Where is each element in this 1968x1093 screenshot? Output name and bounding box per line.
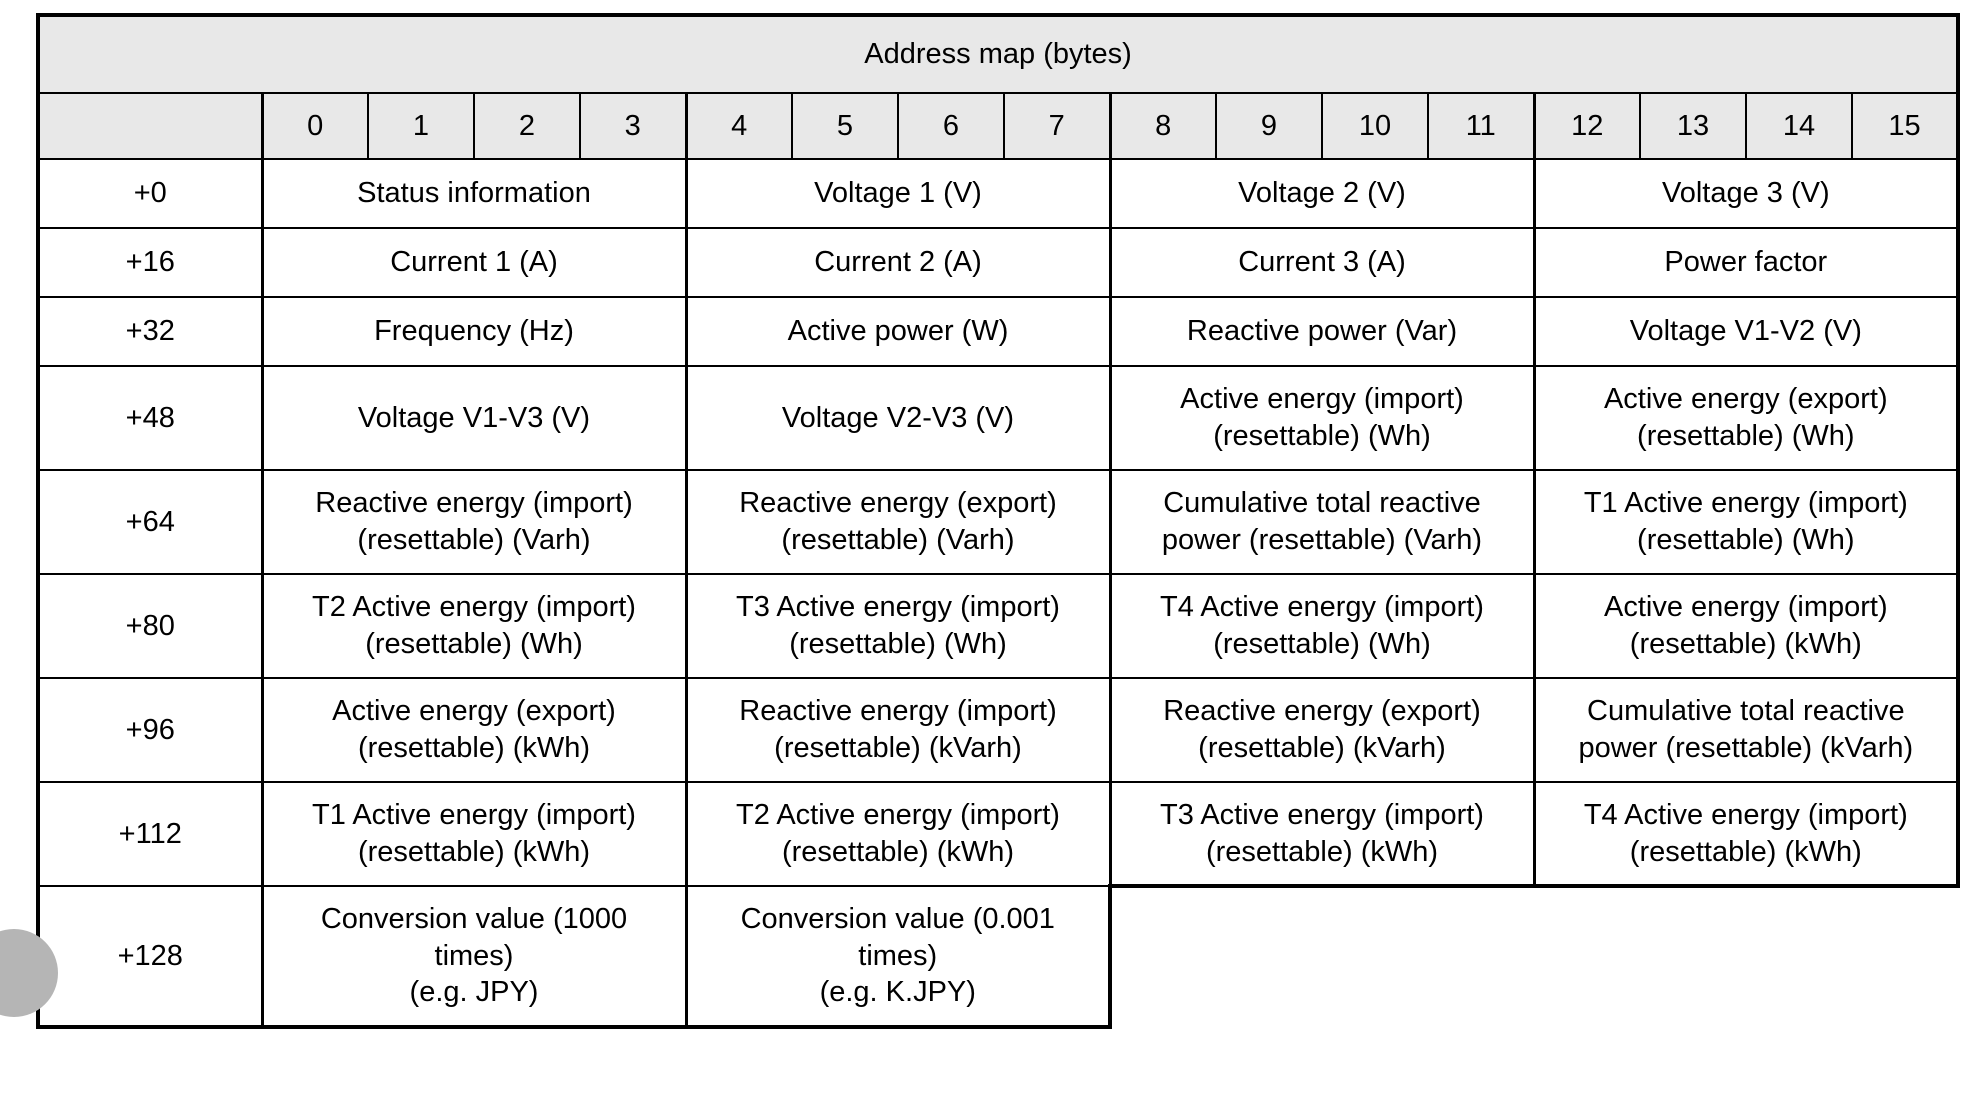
- data-cell: Voltage 2 (V): [1108, 158, 1535, 229]
- data-cell: Voltage V2-V3 (V): [684, 365, 1111, 471]
- byte-col-header: 2: [473, 92, 581, 160]
- table-row: +32 Frequency (Hz) Active power (W) Reac…: [36, 296, 1961, 367]
- offset-cell: +0: [36, 158, 263, 229]
- data-cell: Voltage 1 (V): [684, 158, 1111, 229]
- byte-column-header-row: 0 1 2 3 4 5 6 7 8 9 10 11 12 13 14 15: [36, 92, 1961, 160]
- data-cell: T3 Active energy (import) (resettable) (…: [1108, 781, 1535, 888]
- table-title: Address map (bytes): [35, 13, 1961, 94]
- data-cell: T3 Active energy (import) (resettable) (…: [684, 573, 1111, 679]
- data-cell: Power factor: [1532, 227, 1961, 298]
- data-cell: Voltage 3 (V): [1532, 158, 1961, 229]
- data-cell: Current 2 (A): [684, 227, 1111, 298]
- data-cell: T4 Active energy (import) (resettable) (…: [1532, 781, 1961, 888]
- table-row: +16 Current 1 (A) Current 2 (A) Current …: [36, 227, 1961, 298]
- data-cell: T2 Active energy (import) (resettable) (…: [684, 781, 1111, 887]
- byte-col-header: 4: [684, 92, 793, 160]
- offset-cell: +112: [36, 781, 263, 887]
- table-row: +112 T1 Active energy (import) (resettab…: [36, 781, 1961, 888]
- offset-cell: +32: [36, 296, 263, 367]
- data-cell: Active power (W): [684, 296, 1111, 367]
- byte-col-header: 9: [1215, 92, 1323, 160]
- offset-cell: +96: [36, 677, 263, 783]
- byte-col-header: 6: [897, 92, 1005, 160]
- table-row: +64 Reactive energy (import) (resettable…: [36, 469, 1961, 575]
- data-cell: Cumulative total reactive power (resetta…: [1108, 469, 1535, 575]
- byte-col-header: 7: [1003, 92, 1111, 160]
- data-cell: Active energy (import) (resettable) (Wh): [1108, 365, 1535, 471]
- data-cell: Reactive energy (import) (resettable) (k…: [684, 677, 1111, 783]
- byte-col-header: 11: [1427, 92, 1535, 160]
- byte-col-header: 14: [1745, 92, 1853, 160]
- data-cell: Active energy (export) (resettable) (kWh…: [260, 677, 687, 783]
- table-title-row: Address map (bytes): [35, 13, 1961, 94]
- offset-cell: +48: [36, 365, 263, 471]
- byte-col-header: 15: [1850, 92, 1961, 160]
- data-cell: Reactive power (Var): [1108, 296, 1535, 367]
- table-row: +80 T2 Active energy (import) (resettabl…: [36, 573, 1961, 679]
- data-cell: Conversion value (0.001 times) (e.g. K.J…: [684, 885, 1112, 1029]
- data-cell: Reactive energy (export) (resettable) (V…: [684, 469, 1111, 575]
- byte-col-header: 5: [791, 92, 899, 160]
- data-cell: T4 Active energy (import) (resettable) (…: [1108, 573, 1535, 679]
- data-cell: Active energy (export) (resettable) (Wh): [1532, 365, 1961, 471]
- data-cell: T1 Active energy (import) (resettable) (…: [260, 781, 687, 887]
- byte-col-header: 13: [1639, 92, 1747, 160]
- table-row: +128 Conversion value (1000 times) (e.g.…: [36, 885, 1959, 1029]
- data-cell: Cumulative total reactive power (resetta…: [1532, 677, 1961, 783]
- byte-col-header: 3: [579, 92, 687, 160]
- data-cell: Current 3 (A): [1108, 227, 1535, 298]
- byte-col-header: 10: [1321, 92, 1429, 160]
- data-cell: Current 1 (A): [260, 227, 687, 298]
- byte-col-header: 8: [1108, 92, 1217, 160]
- data-cell: T1 Active energy (import) (resettable) (…: [1532, 469, 1961, 575]
- offset-cell: +64: [36, 469, 263, 575]
- corner-cell: [36, 92, 263, 160]
- byte-col-header: 0: [260, 92, 369, 160]
- offset-cell: +16: [36, 227, 263, 298]
- table-row: +0 Status information Voltage 1 (V) Volt…: [36, 158, 1961, 229]
- data-cell: Reactive energy (import) (resettable) (V…: [260, 469, 687, 575]
- data-cell: T2 Active energy (import) (resettable) (…: [260, 573, 687, 679]
- data-cell: Frequency (Hz): [260, 296, 687, 367]
- data-cell: Reactive energy (export) (resettable) (k…: [1108, 677, 1535, 783]
- byte-col-header: 12: [1532, 92, 1641, 160]
- table-row: +48 Voltage V1-V3 (V) Voltage V2-V3 (V) …: [36, 365, 1961, 471]
- data-cell: Voltage V1-V3 (V): [260, 365, 687, 471]
- byte-col-header: 1: [367, 92, 475, 160]
- address-map-table: Address map (bytes) 0 1 2 3 4 5 6 7 8 9 …: [35, 13, 1961, 1029]
- offset-cell: +128: [36, 885, 263, 1029]
- table-row: +96 Active energy (export) (resettable) …: [36, 677, 1961, 783]
- offset-cell: +80: [36, 573, 263, 679]
- data-cell: Active energy (import) (resettable) (kWh…: [1532, 573, 1961, 679]
- data-cell: Status information: [260, 158, 687, 229]
- empty-region: [1110, 886, 1959, 1027]
- data-cell: Voltage V1-V2 (V): [1532, 296, 1961, 367]
- data-cell: Conversion value (1000 times) (e.g. JPY): [260, 885, 687, 1029]
